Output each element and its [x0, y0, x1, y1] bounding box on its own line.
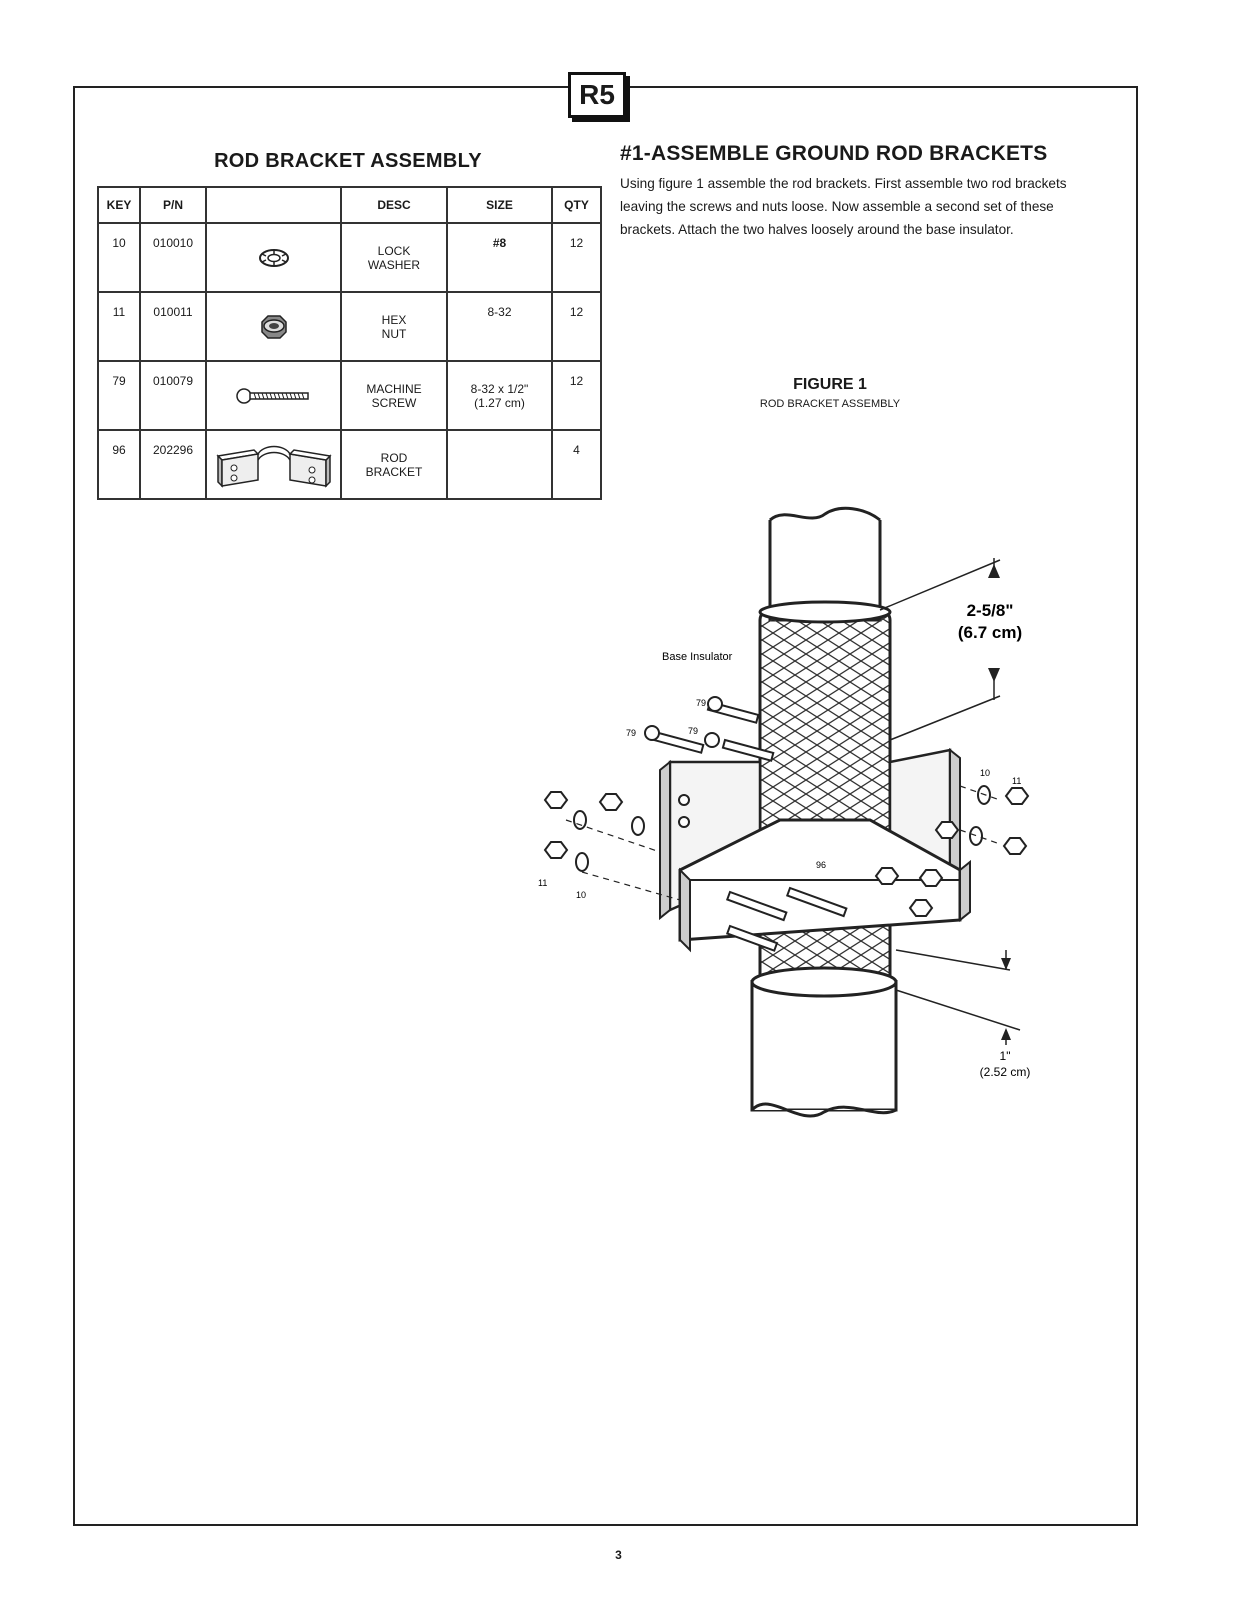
cell-pn: 010079 — [139, 360, 207, 431]
cell-qty: 4 — [551, 429, 602, 500]
section-badge: R5 — [568, 72, 626, 118]
header-qty: QTY — [551, 186, 602, 224]
callout-10: 10 — [576, 890, 586, 900]
table-header-row: KEY P/N DESC SIZE QTY — [97, 186, 602, 224]
instruction-text: Using figure 1 assemble the rod brackets… — [620, 176, 1067, 237]
cell-size: 8-32 — [446, 291, 553, 362]
callout-96: 96 — [816, 860, 826, 870]
cell-size — [446, 429, 553, 500]
callout-79: 79 — [688, 726, 698, 736]
section-heading: #1-ASSEMBLE GROUND ROD BRACKETS — [620, 142, 1048, 165]
callout-10: 10 — [980, 768, 990, 778]
cell-pn: 010010 — [139, 222, 207, 293]
dimension-bottom-line2: (2.52 cm) — [980, 1065, 1031, 1079]
figure-subtitle: ROD BRACKET ASSEMBLY — [759, 398, 901, 410]
assembly-illustration: 2-5/8" (6.7 cm) 1" (2.52 cm) Base Insula… — [538, 506, 1031, 1118]
dimension-top-line2: (6.7 cm) — [958, 623, 1022, 642]
cell-key: 10 — [97, 222, 141, 293]
figure-title: FIGURE 1 — [793, 376, 867, 393]
dimension-top-line1: 2-5/8" — [967, 601, 1014, 620]
header-key: KEY — [97, 186, 141, 224]
label-base-insulator: Base Insulator — [662, 651, 733, 663]
header-size: SIZE — [446, 186, 553, 224]
header-pn: P/N — [139, 186, 207, 224]
page-number: 3 — [615, 1548, 622, 1562]
header-desc: DESC — [340, 186, 448, 224]
cell-qty: 12 — [551, 222, 602, 293]
cell-pn: 202296 — [139, 429, 207, 500]
callout-79: 79 — [626, 728, 636, 738]
cell-size: #8 — [446, 222, 553, 293]
hex-nut-icon — [205, 291, 342, 362]
header-image — [205, 186, 342, 224]
callout-79: 79 — [696, 698, 706, 708]
cell-qty: 12 — [551, 291, 602, 362]
rod-bracket-icon — [205, 429, 342, 500]
dimension-bottom-line1: 1" — [1000, 1049, 1011, 1063]
callout-11: 11 — [1012, 776, 1021, 786]
lock-washer-icon — [205, 222, 342, 293]
machine-screw-icon — [205, 360, 342, 431]
callout-11: 11 — [538, 878, 547, 888]
cell-key: 79 — [97, 360, 141, 431]
cell-qty: 12 — [551, 360, 602, 431]
cell-key: 96 — [97, 429, 141, 500]
table-title: ROD BRACKET ASSEMBLY — [214, 150, 482, 172]
cell-size: 8-32 x 1/2"(1.27 cm) — [446, 360, 553, 431]
cell-key: 11 — [97, 291, 141, 362]
cell-pn: 010011 — [139, 291, 207, 362]
